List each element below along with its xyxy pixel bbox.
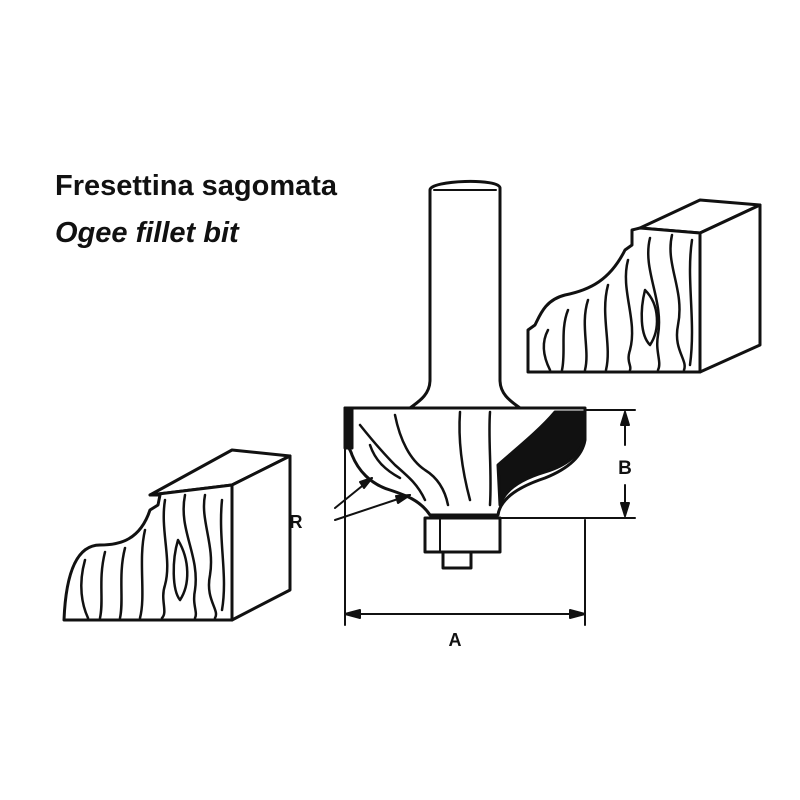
dimension-a xyxy=(344,439,586,626)
dimension-label-a: A xyxy=(449,630,462,650)
dimension-r xyxy=(334,477,411,521)
bit-bearing xyxy=(423,516,502,554)
wood-profile-left xyxy=(62,448,292,622)
dimension-label-r: R xyxy=(290,512,303,532)
bit-carbide-tip xyxy=(496,410,587,507)
bit-screw xyxy=(441,550,473,570)
bit-cutter-body xyxy=(343,406,587,517)
title-italian: Fresettina sagomata xyxy=(55,170,338,202)
wood-profile-right xyxy=(526,198,762,374)
dimension-label-b: B xyxy=(618,458,632,479)
bit-shank xyxy=(408,180,522,410)
router-bit xyxy=(343,180,587,570)
dimension-b xyxy=(499,409,636,519)
title-english: Ogee fillet bit xyxy=(55,217,239,249)
